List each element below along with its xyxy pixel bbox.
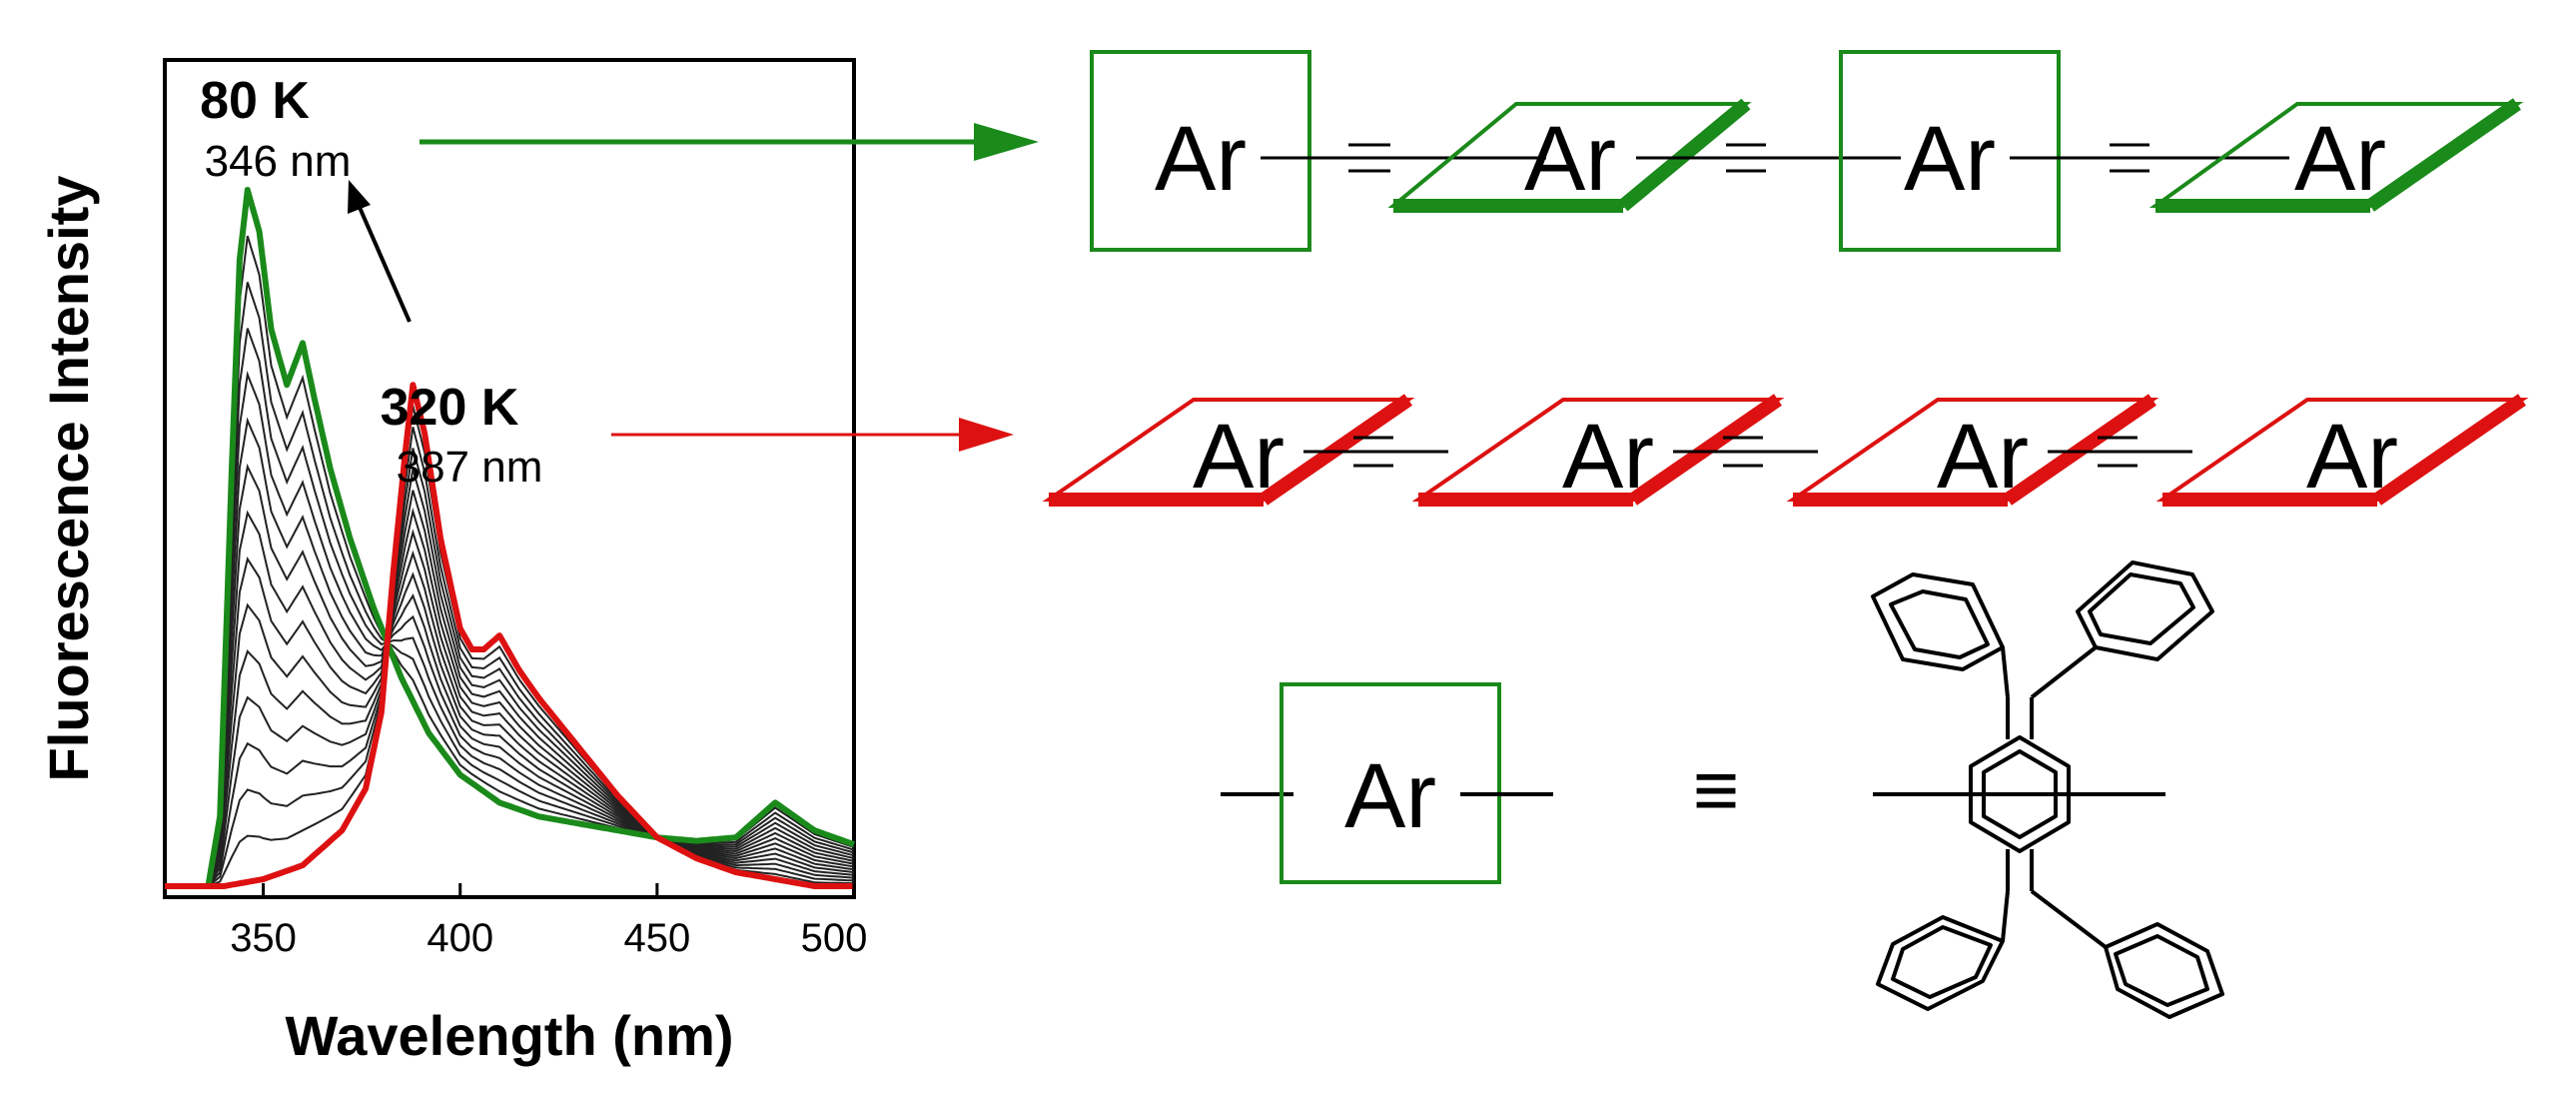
intermediate-curve	[165, 510, 855, 887]
red-pointer-arrowhead	[959, 418, 1014, 452]
label-80k: 80 K	[200, 72, 310, 130]
intermediate-curve	[165, 448, 855, 887]
intermediate-curve	[165, 490, 855, 887]
label-320k: 320 K	[381, 379, 519, 437]
plane-edge-bold	[2366, 98, 2521, 212]
ar-text-red: Ar	[1937, 406, 2029, 508]
shift-arrowhead	[348, 180, 371, 214]
ar-def-text: Ar	[1344, 745, 1436, 847]
label-346nm: 346 nm	[205, 137, 352, 186]
green-pointer-arrowhead	[974, 123, 1039, 161]
intermediate-curve	[165, 469, 855, 887]
x-tick-label: 450	[623, 916, 690, 960]
ar-definition: Ar ≡	[1221, 560, 2224, 1019]
x-tick-label: 350	[230, 916, 297, 960]
ar-text-red: Ar	[2306, 406, 2398, 508]
intermediate-curve	[165, 529, 855, 887]
intermediate-curve	[165, 235, 855, 887]
plane-edge-bold	[2373, 394, 2526, 506]
intermediate-curve	[165, 370, 855, 887]
green-chain: Ar Ar Ar Ar	[1090, 50, 2524, 252]
intermediate-curves	[165, 235, 855, 887]
plane-edge-bold	[1618, 98, 1751, 212]
intermediate-curve	[165, 463, 855, 887]
ar-text-3: Ar	[1904, 108, 1996, 210]
series-line-80k	[165, 187, 856, 889]
x-tick-label: 400	[427, 916, 493, 960]
ar-box-1	[1090, 50, 1311, 252]
y-axis-title: Fluorescence Intensity	[37, 176, 100, 782]
plane-edge-bold	[2004, 394, 2156, 506]
plane-edge-bold	[1629, 394, 1782, 506]
label-387nm: 387 nm	[397, 443, 543, 492]
ar-text-2: Ar	[1524, 108, 1616, 210]
plot-frame	[163, 58, 856, 899]
ar-text-red: Ar	[1193, 406, 1285, 508]
ar-box-3	[1839, 50, 2061, 252]
ar-text-4: Ar	[2294, 108, 2386, 210]
x-axis-title: Wavelength (nm)	[285, 1004, 733, 1067]
fluorescence-chart: 350 400 450 500 Wavelength (nm) Fluorescenc…	[37, 58, 867, 1067]
intermediate-curve	[165, 282, 855, 887]
x-tick-label: 500	[801, 916, 868, 960]
equiv-symbol: ≡	[1693, 745, 1740, 834]
shift-arrow	[356, 202, 412, 323]
intermediate-curve	[165, 417, 855, 887]
ar-def-box	[1280, 682, 1501, 884]
red-chain: Ar Ar Ar Ar	[1042, 394, 2529, 508]
series-line-320k	[165, 382, 854, 889]
intermediate-curve	[165, 328, 855, 887]
x-axis-ticks: 350 400 450 500	[230, 883, 867, 960]
ar-text-1: Ar	[1155, 108, 1247, 210]
intermediate-curve	[165, 507, 855, 887]
aryl-structure-drawing	[1871, 560, 2224, 1019]
ar-text-red: Ar	[1562, 406, 1654, 508]
plane-edge-bold	[1260, 394, 1412, 506]
intermediate-curve	[165, 427, 855, 887]
